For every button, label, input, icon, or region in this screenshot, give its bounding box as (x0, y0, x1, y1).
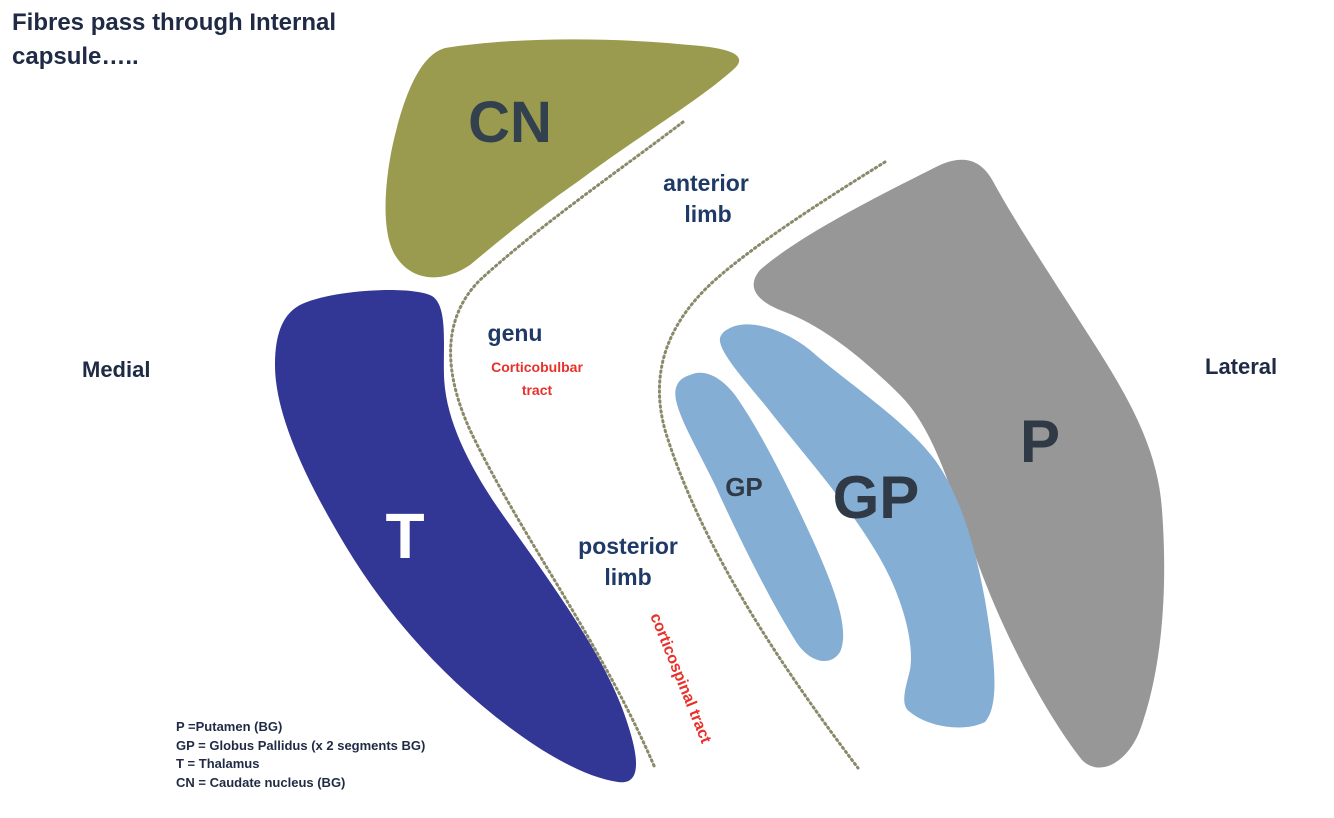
legend-item: T = Thalamus (176, 756, 260, 771)
putamen-label: P (1020, 408, 1060, 475)
legend-item: CN = Caudate nucleus (BG) (176, 774, 346, 790)
caudate-nucleus-shape (385, 39, 740, 278)
legend-item: GP = Globus Pallidus (x 2 segments BG) (176, 737, 426, 753)
legend: P =Putamen (BG) GP = Globus Pallidus (x … (176, 718, 425, 792)
globus-pallidus-small-shape (675, 372, 844, 662)
globus-pallidus-large-label: GP (833, 464, 920, 531)
anterior-limb-label-line1: anterior (663, 170, 749, 196)
globus-pallidus-small-label: GP (725, 472, 763, 502)
medial-boundary-line (449, 120, 685, 770)
thalamus-label: T (385, 500, 424, 572)
putamen-shape (753, 159, 1165, 768)
legend-item: P =Putamen (BG) (176, 719, 283, 734)
caudate-nucleus-label: CN (468, 90, 552, 155)
genu-label: genu (488, 320, 543, 346)
posterior-limb-label-line1: posterior (578, 533, 678, 559)
genu-tract-label-line2: tract (522, 382, 553, 398)
genu-tract-label-line1: Corticobulbar (491, 359, 583, 375)
lateral-boundary-line (658, 160, 887, 770)
page-title: Fibres pass through Internal capsule….. (12, 9, 337, 70)
globus-pallidus-large-shape (719, 324, 995, 728)
thalamus-shape (275, 290, 637, 783)
corticospinal-tract-label: corticospinal tract (646, 611, 714, 747)
posterior-limb-label-line2: limb (604, 564, 651, 590)
lateral-label: Lateral (1205, 354, 1278, 379)
medial-label: Medial (82, 357, 151, 382)
anterior-limb-label-line2: limb (684, 201, 731, 227)
